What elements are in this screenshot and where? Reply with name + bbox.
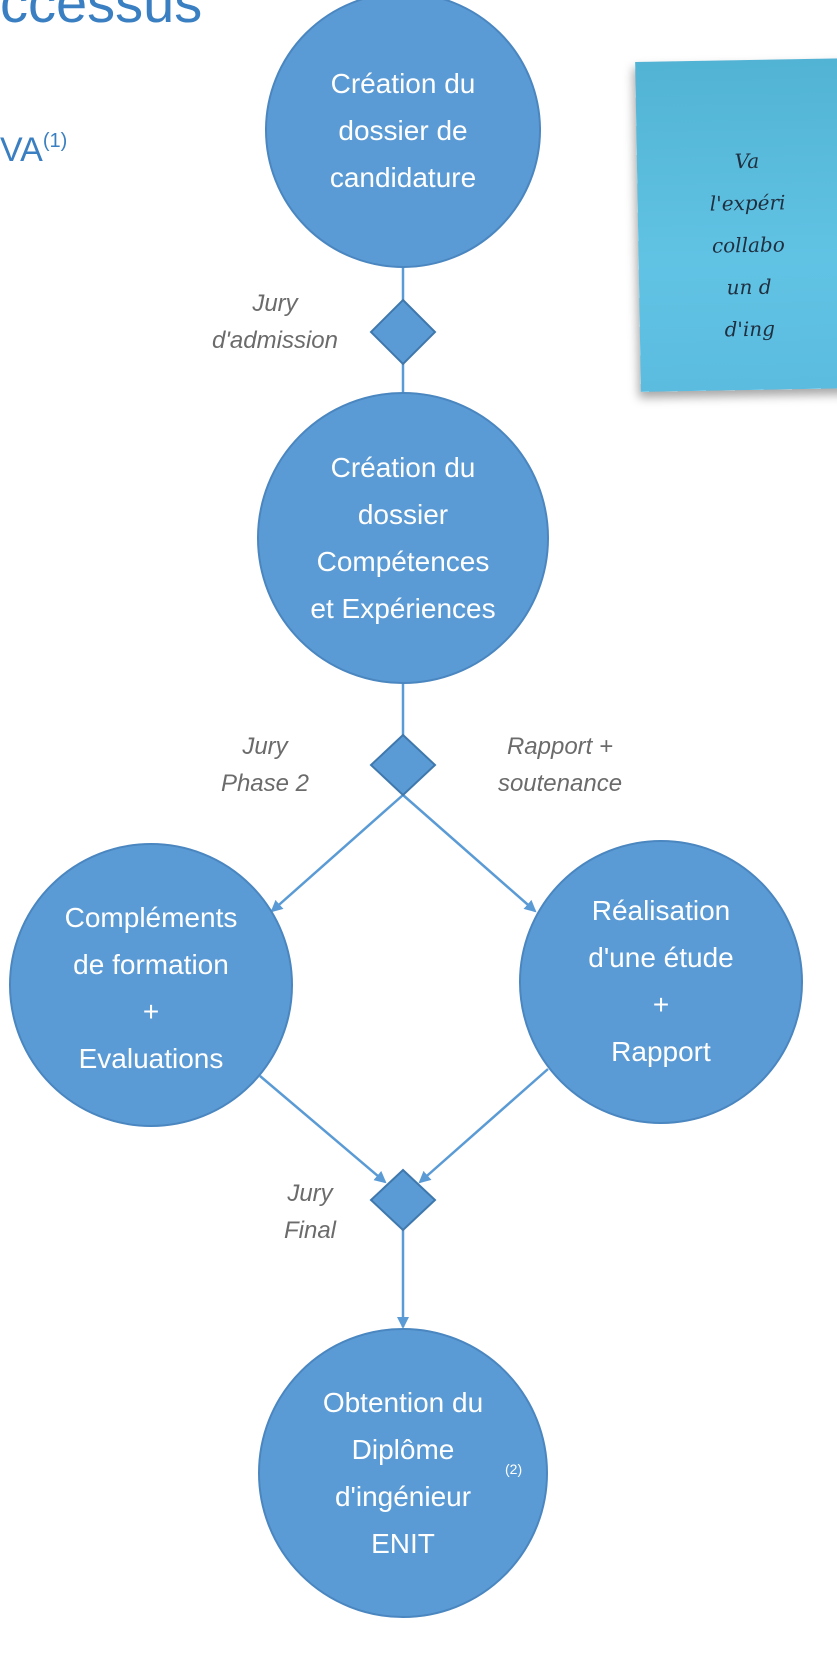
va-text: VA	[0, 131, 43, 169]
node-complements-formation: Compléments de formation + Evaluations	[64, 901, 238, 1074]
node-circle-competences	[257, 392, 549, 684]
decision-diamond-admission	[369, 298, 437, 366]
node-creation-candidature: Création du dossier de candidature	[329, 67, 477, 193]
node-circle-candidature	[265, 0, 541, 268]
obtention-footnote-ref: (2)	[505, 1461, 523, 1477]
decision-diamond-final	[369, 1168, 437, 1232]
connector-phase2-to-complements	[270, 794, 404, 913]
va-heading-fragment: VA(1)	[0, 130, 67, 170]
connector-phase2-to-realisation	[402, 794, 537, 913]
page-title-fragment: ccessus	[0, 0, 203, 34]
node-realisation-etude: Réalisation d'une étude + Rapport	[588, 894, 734, 1067]
va-footnote-ref: (1)	[42, 130, 68, 152]
label-jury-phase2: Jury Phase 2	[220, 733, 310, 797]
label-jury-admission: Jury d'admission	[212, 290, 338, 354]
node-circle-realisation	[519, 840, 803, 1124]
node-circle-complements	[9, 843, 293, 1127]
node-circle-obtention	[258, 1328, 548, 1618]
connector-realisation-to-final	[418, 1068, 549, 1184]
decision-diamond-phase2	[369, 733, 437, 797]
node-creation-competences: Création du dossier Compétences et Expér…	[310, 451, 496, 624]
node-obtention-diplome: Obtention du Diplôme d'ingénieur ENIT	[322, 1386, 484, 1559]
label-jury-final: Jury Final	[283, 1180, 337, 1244]
connector-complements-to-final	[259, 1075, 387, 1184]
label-rapport-soutenance: Rapport + soutenance	[497, 733, 623, 797]
